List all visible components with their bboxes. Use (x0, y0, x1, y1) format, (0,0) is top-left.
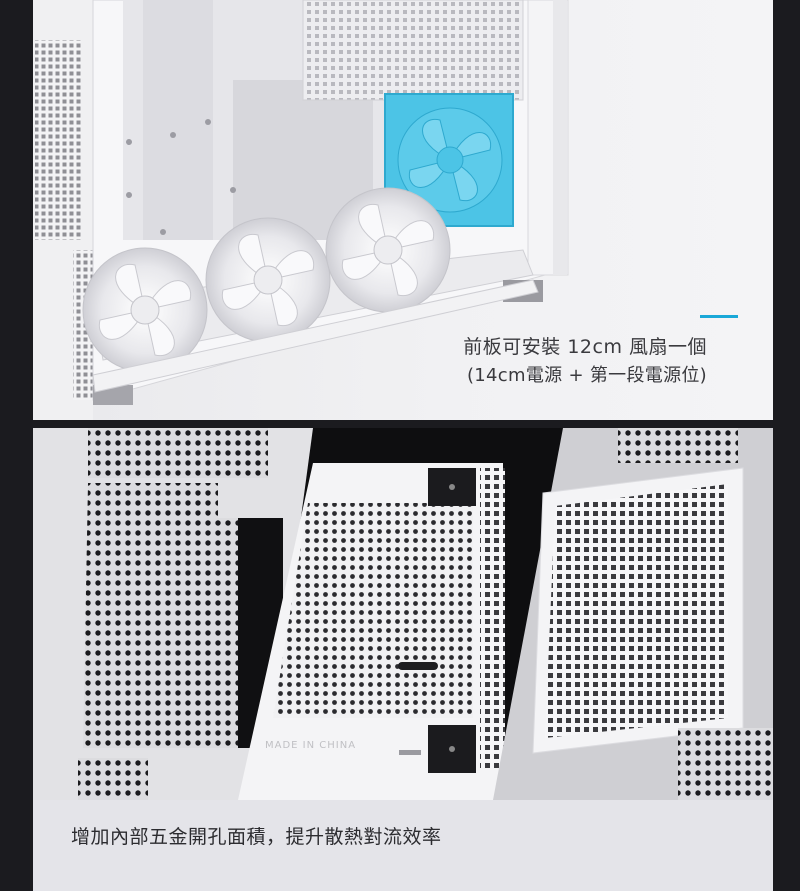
caption-line-1: 前板可安裝 12cm 風扇一個 (463, 336, 707, 358)
case-interior-illustration (33, 0, 569, 420)
top-caption: 前板可安裝 12cm 風扇一個 (14cm電源 + 第一段電源位) (463, 333, 707, 391)
mesh-panels-illustration: MADE IN CHINA (33, 428, 773, 800)
mesh-panels-photo: MADE IN CHINA (33, 428, 773, 800)
made-in-china-stamp: MADE IN CHINA (265, 740, 356, 751)
caption-accent-line (700, 315, 738, 318)
caption-line-2: (14cm電源 + 第一段電源位) (466, 365, 707, 386)
bottom-caption-band: 增加內部五金開孔面積，提升散熱對流效率 (33, 800, 773, 891)
case-interior-photo: 前板可安裝 12cm 風扇一個 (14cm電源 + 第一段電源位) (33, 0, 773, 420)
bottom-caption: 增加內部五金開孔面積，提升散熱對流效率 (71, 826, 442, 848)
